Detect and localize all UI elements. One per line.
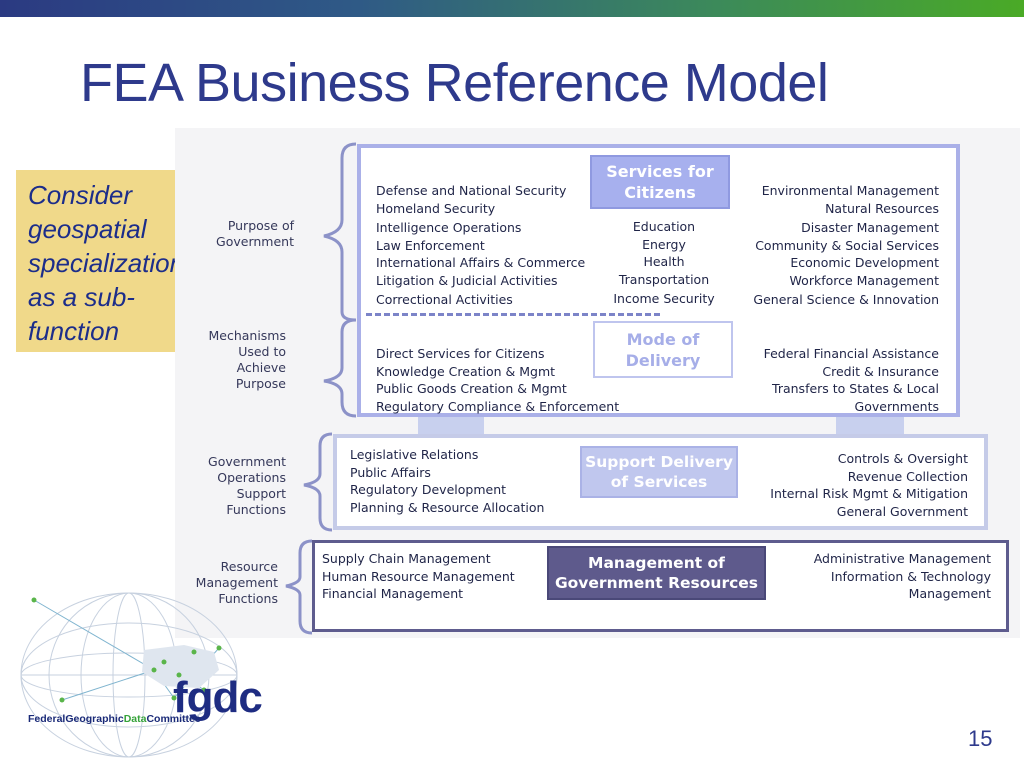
list-item: Controls & Oversight [837,451,968,466]
delivery-right-column: Federal Financial Assistance Credit & In… [730,345,939,415]
list-item: General Science & Innovation [753,292,939,307]
top-accent-bar [0,0,1024,17]
label-mechanisms: Mechanisms Used to Achieve Purpose [208,328,286,391]
list-item: Knowledge Creation & Mgmt [376,363,556,379]
list-item: Litigation & Judicial Activities [376,272,558,288]
connector-left [418,417,484,436]
fgdc-acronym: fgdc [173,673,263,722]
header-management-of-government-resources: Management of Government Resources [547,546,766,600]
list-item: Homeland Security [376,200,496,216]
dashed-divider [366,313,660,316]
fgdc-globe-icon [20,592,238,758]
callout-line: specialization [28,248,185,278]
list-item: Governments [854,398,939,414]
services-right-column: Environmental Management Natural Resourc… [730,182,939,309]
label-government-operations: Government Operations Support Functions [208,454,286,517]
list-item: Defense and National Security [376,183,567,198]
list-item: Transfers to States & Local [772,381,939,396]
page-number: 15 [968,726,993,751]
list-item: Disaster Management [801,220,939,235]
list-item: Administrative Management [813,551,991,566]
list-item: General Government [836,503,968,519]
list-item: Planning & Resource Allocation [350,499,545,515]
list-item: Revenue Collection [847,468,968,484]
list-item: Transportation [618,271,710,287]
list-item: Income Security [613,291,715,306]
callout-note: Consider geospatial specialization as a … [16,170,205,352]
list-item: Correctional Activities [376,292,513,307]
delivery-left-column: Direct Services for Citizens Knowledge C… [376,345,619,415]
list-item: Law Enforcement [376,237,485,253]
list-item: Economic Development [790,255,939,270]
list-item: International Affairs & Commerce [376,255,586,270]
list-item: Information & Technology [830,568,991,584]
list-item: Natural Resources [825,200,939,216]
connector-right [836,417,904,436]
header-mode-of-delivery: Mode of Delivery [593,321,733,378]
callout-line: function [28,316,120,346]
list-item: Regulatory Development [350,482,507,497]
services-left-column: Defense and National Security Homeland S… [376,182,585,309]
brace-services [323,142,357,418]
brace-resources [285,539,313,635]
header-support-delivery: Support Delivery of Services [580,446,738,498]
list-item: Intelligence Operations [376,220,522,235]
brace-support [303,432,333,532]
list-item: Community & Social Services [755,237,939,253]
list-item: Education [632,219,696,234]
callout-line: as a sub- [28,282,135,312]
services-center-column: Education Energy Health Transportation I… [600,218,728,308]
list-item: Financial Management [322,586,464,601]
callout-line: geospatial [28,214,147,244]
fgdc-full-name: FederalGeographicDataCommittee [28,713,201,725]
slide-title: FEA Business Reference Model [80,53,829,113]
list-item: Management [908,586,991,601]
support-left-column: Legislative Relations Public Affairs Reg… [350,446,544,516]
list-item: Public Goods Creation & Mgmt [376,381,567,396]
list-item: Public Affairs [350,464,431,480]
list-item: Human Resource Management [322,568,515,584]
list-item: Direct Services for Citizens [376,346,545,361]
list-item: Energy [642,236,686,252]
list-item: Legislative Relations [350,447,479,462]
support-right-column: Controls & Oversight Revenue Collection … [740,450,968,520]
list-item: Health [643,254,685,269]
list-item: Credit & Insurance [822,363,939,379]
list-item: Workforce Management [789,272,939,288]
label-purpose-of-government: Purpose of Government [216,218,294,249]
list-item: Internal Risk Mgmt & Mitigation [770,486,968,501]
resources-left-column: Supply Chain Management Human Resource M… [322,550,515,603]
list-item: Environmental Management [761,183,939,198]
label-resource-management: Resource Management Functions [195,559,278,606]
callout-line: Consider [28,180,133,210]
list-item: Regulatory Compliance & Enforcement [376,398,620,414]
header-services-for-citizens: Services for Citizens [590,155,730,209]
list-item: Federal Financial Assistance [763,346,939,361]
resources-right-column: Administrative Management Information & … [780,550,991,603]
list-item: Supply Chain Management [322,551,491,566]
